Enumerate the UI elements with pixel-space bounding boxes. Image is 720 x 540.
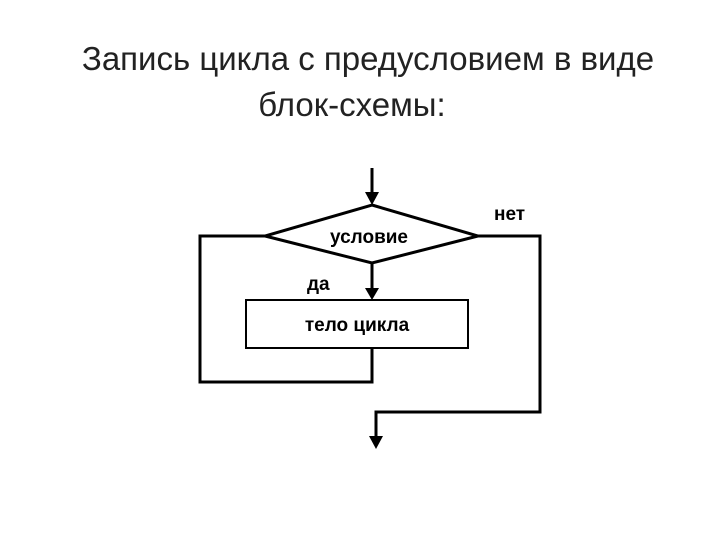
- loop-body-label: тело цикла: [305, 315, 410, 336]
- loop-body-box: [245, 299, 469, 349]
- no-branch-line: [374, 234, 542, 438]
- no-label: нет: [494, 204, 525, 225]
- exit-arrowhead: [369, 436, 383, 449]
- slide-title: Запись цикла с предусловием в виде блок-…: [0, 36, 720, 128]
- yes-branch-arrowhead: [365, 288, 379, 300]
- title-line-2: блок-схемы:: [258, 86, 446, 123]
- yes-label: да: [307, 274, 330, 295]
- title-line-1: Запись цикла с предусловием в виде: [81, 40, 655, 77]
- loop-return-line: [198, 234, 374, 384]
- condition-label: условие: [330, 227, 408, 248]
- entry-arrowhead: [365, 192, 379, 205]
